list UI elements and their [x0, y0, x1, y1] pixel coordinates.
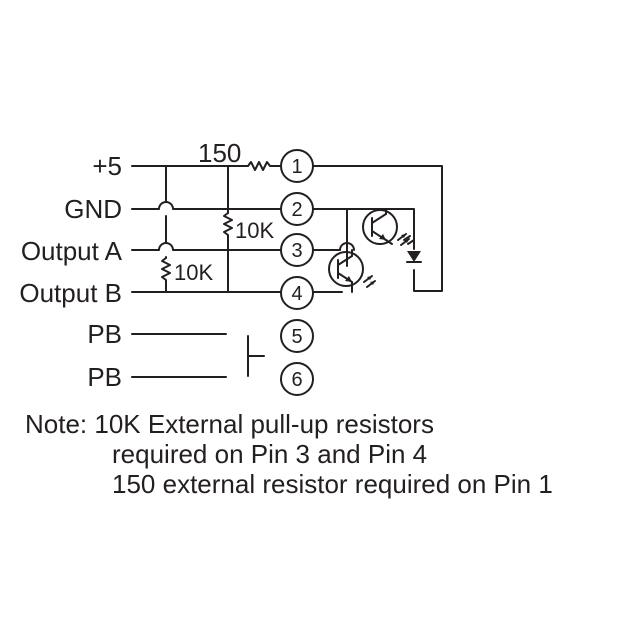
note-line-3: 150 external resistor required on Pin 1 — [112, 469, 553, 499]
pin-1-circle — [280, 149, 314, 183]
pin-2-circle — [280, 192, 314, 226]
label-output-b: Output B — [19, 278, 122, 308]
label-vcc: +5 — [92, 151, 122, 181]
diode-triangle — [407, 251, 421, 262]
light-arrow-upper-2 — [404, 239, 409, 243]
lower-emitter-arrow — [345, 276, 352, 282]
label-pb-2: PB — [87, 362, 122, 392]
pullup-10k-left — [161, 165, 171, 293]
label-output-a: Output A — [21, 236, 123, 266]
pin-5-circle — [280, 319, 314, 353]
pin-circles — [280, 149, 314, 396]
pin-3-circle — [280, 233, 314, 267]
pullup-10k-right — [223, 165, 233, 293]
resistor-150-label: 150 — [198, 138, 241, 168]
output-a-line — [131, 242, 355, 251]
pin-4-label: 4 — [291, 283, 302, 305]
upper-emitter-arrow — [379, 234, 386, 240]
pushbutton-switch — [131, 333, 265, 378]
resistor-10k-label-b: 10K — [174, 260, 213, 285]
phototransistor-upper — [346, 208, 410, 267]
note-block: Note: 10K External pull-up resistors req… — [25, 409, 553, 499]
pin-6-circle — [280, 362, 314, 396]
pin-6-label: 6 — [291, 369, 302, 391]
light-arrow-lower-2 — [370, 281, 375, 285]
pin-4-circle — [280, 276, 314, 310]
light-arrow-upper-1 — [401, 234, 406, 238]
note-line-1: Note: 10K External pull-up resistors — [25, 409, 434, 439]
label-pb-1: PB — [87, 319, 122, 349]
pin-5-label: 5 — [291, 326, 302, 348]
label-gnd: GND — [64, 194, 122, 224]
resistor-10k-label-a: 10K — [235, 218, 274, 243]
note-line-2: required on Pin 3 and Pin 4 — [112, 439, 428, 469]
phototransistor-lower — [328, 249, 376, 293]
pin-3-label: 3 — [291, 240, 302, 262]
pin-2-label: 2 — [291, 199, 302, 221]
light-arrow-lower-1 — [367, 276, 372, 280]
pin-1-label: 1 — [291, 156, 302, 178]
resistor-150-zigzag — [247, 161, 281, 171]
